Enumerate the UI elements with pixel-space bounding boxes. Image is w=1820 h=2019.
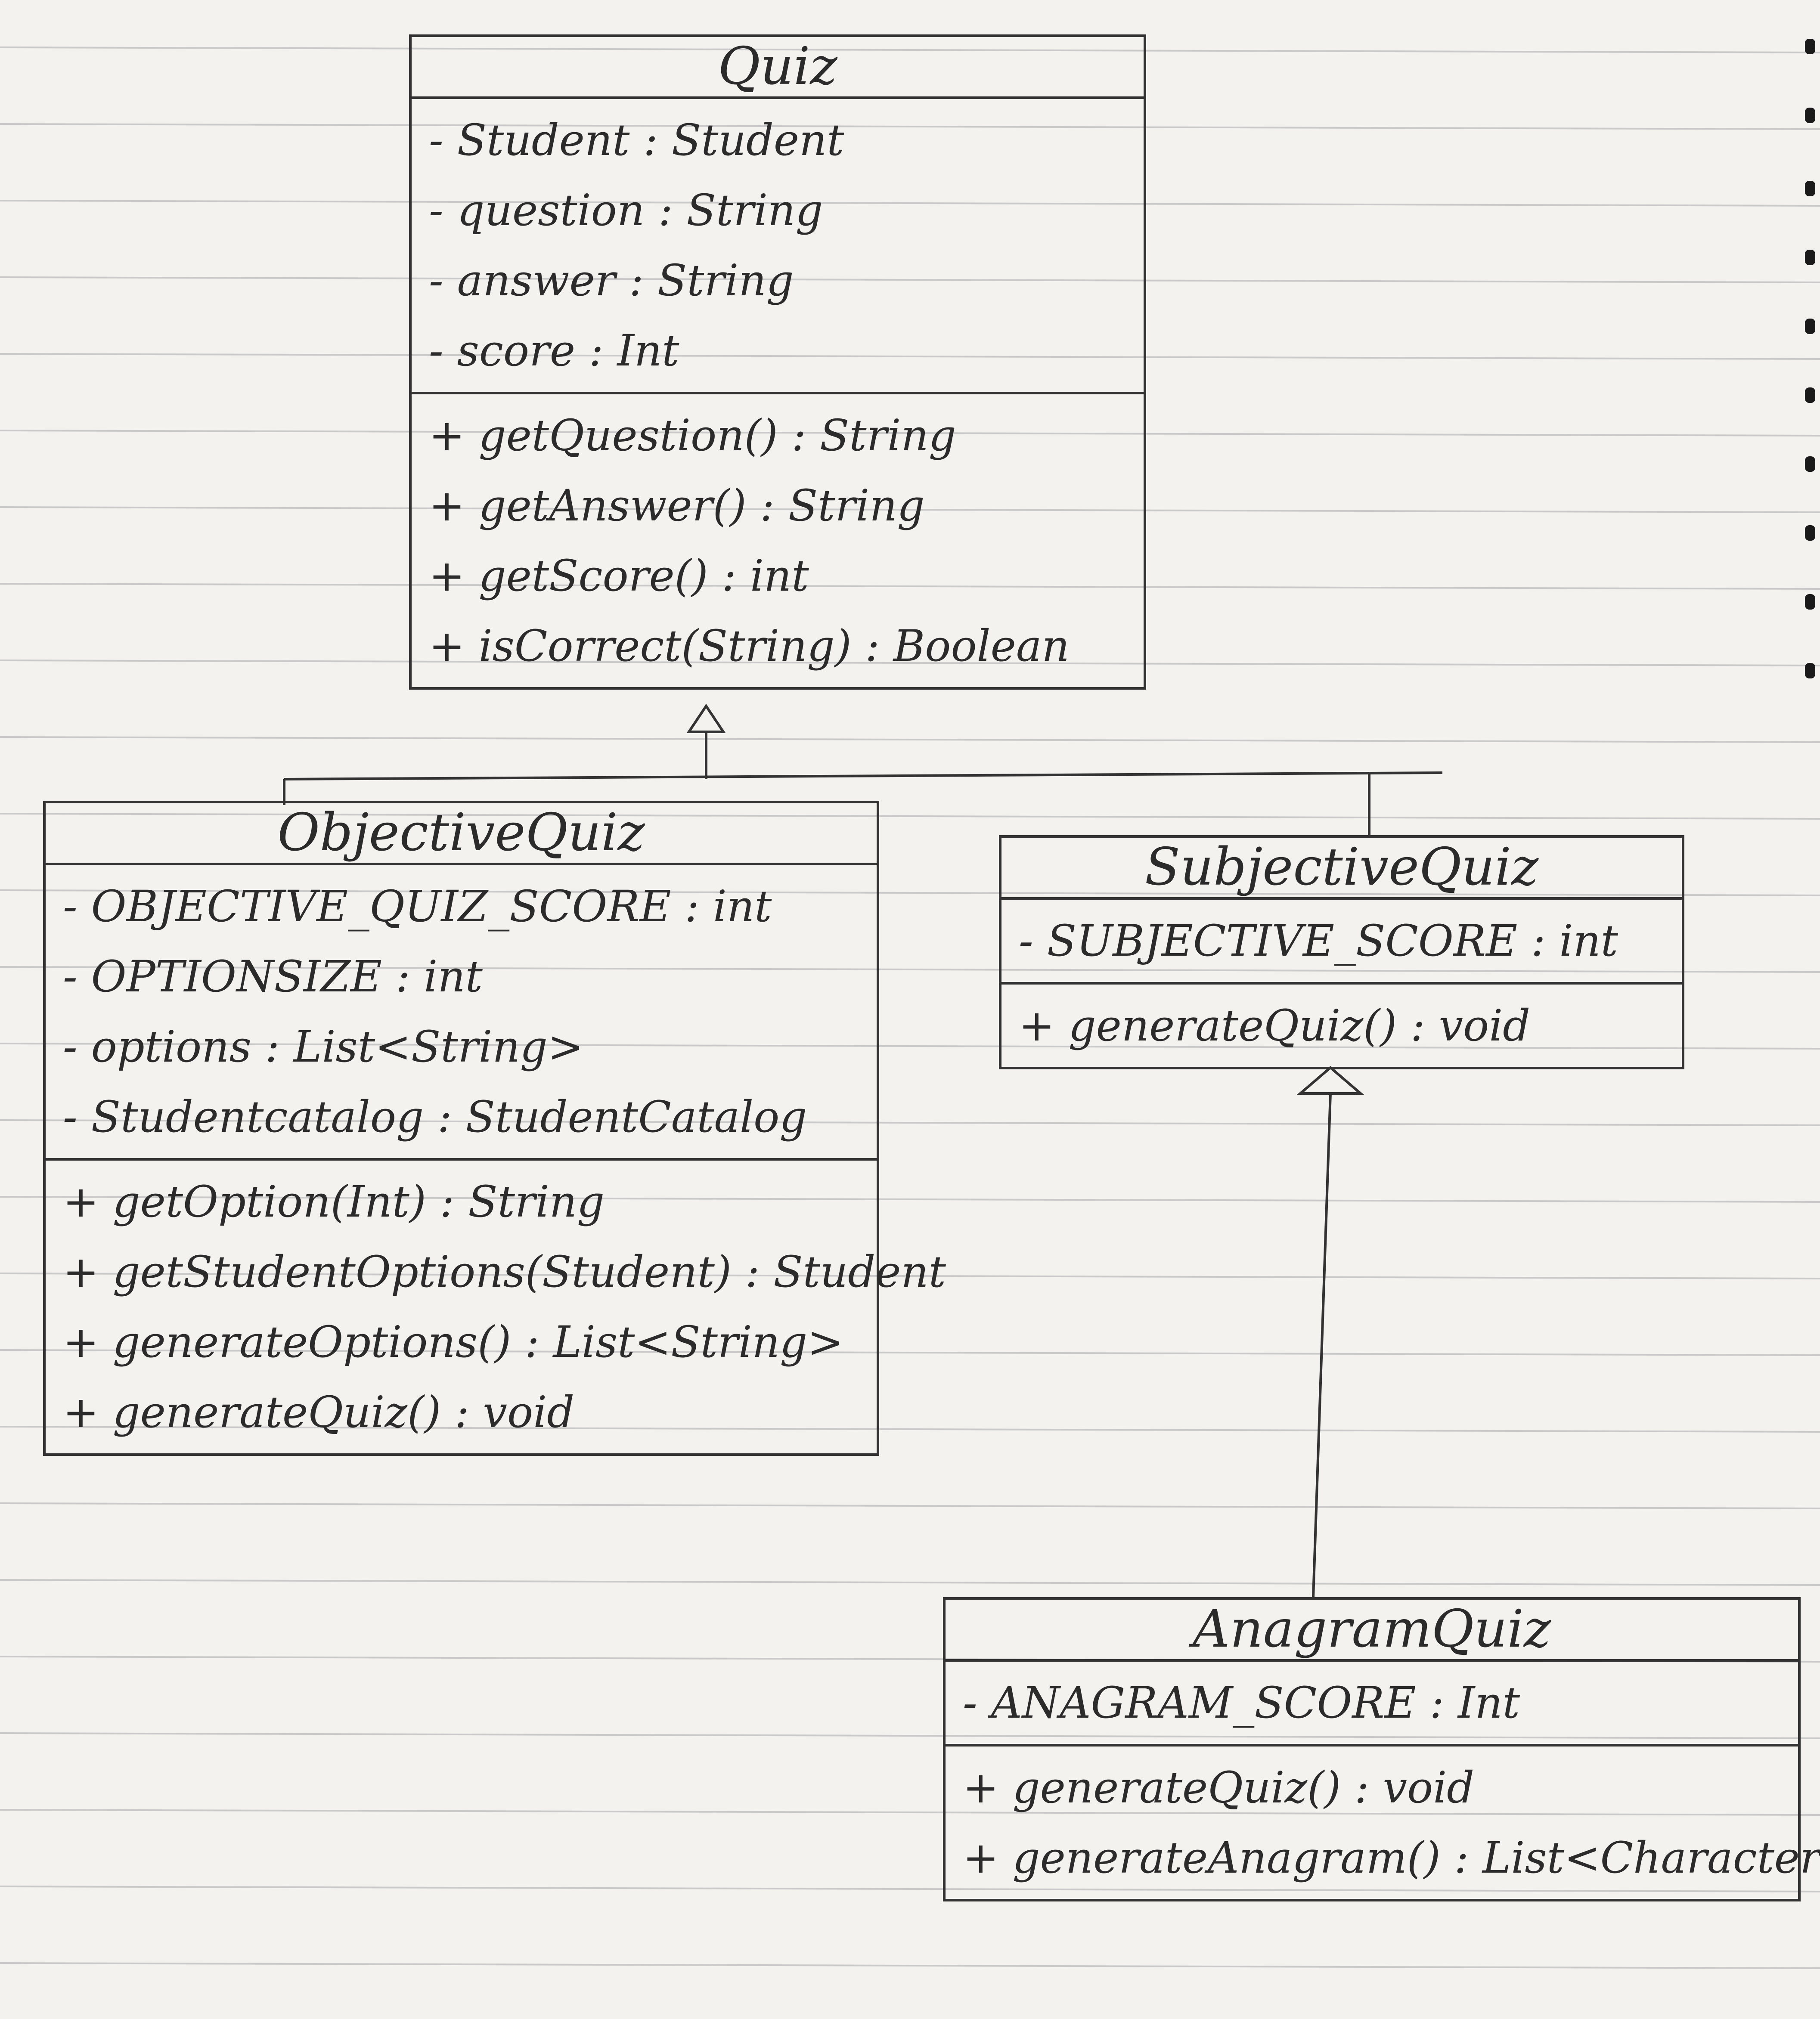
ruled-line: [0, 1502, 1820, 1509]
attribute-line: - ANAGRAM_SCORE : Int: [963, 1678, 1520, 1728]
attribute-line: - SUBJECTIVE_SCORE : int: [1019, 916, 1618, 966]
method-line: + generateQuiz() : void: [63, 1387, 575, 1437]
ruled-line: [0, 966, 1820, 973]
ruled-line: [0, 1809, 1820, 1816]
methods-section: + getQuestion() : String + getAnswer() :…: [412, 394, 1144, 687]
attribute-line: - options : List<String>: [63, 1022, 584, 1072]
methods-section: + generateQuiz() : void: [1001, 985, 1682, 1067]
ruled-line: [0, 353, 1820, 360]
method-line: + getOption(Int) : String: [63, 1177, 605, 1227]
spiral-binding-hole: [1805, 319, 1815, 334]
ruled-line: [0, 660, 1820, 666]
ruled-line: [0, 1962, 1820, 1969]
method-line: + isCorrect(String) : Boolean: [429, 621, 1070, 671]
class-box-anagram-quiz: AnagramQuiz - ANAGRAM_SCORE : Int + gene…: [943, 1597, 1820, 1901]
attribute-line: - score : Int: [429, 325, 679, 376]
attributes-section: - Student : Student - question : String …: [412, 99, 1144, 394]
attribute-line: - OBJECTIVE_QUIZ_SCORE : int: [63, 881, 772, 932]
class-box-objective-quiz: ObjectiveQuiz - OBJECTIVE_QUIZ_SCORE : i…: [43, 801, 946, 1456]
ruled-line: [0, 276, 1820, 283]
ruled-line: [0, 200, 1820, 207]
methods-section: + getOption(Int) : String + getStudentOp…: [46, 1161, 946, 1453]
class-name-subjective-quiz: SubjectiveQuiz: [1001, 838, 1682, 900]
methods-section: + generateQuiz() : void + generateAnagra…: [946, 1746, 1820, 1899]
class-name-quiz: Quiz: [412, 37, 1144, 99]
method-line: + getAnswer() : String: [429, 480, 925, 531]
ruled-line: [0, 736, 1820, 743]
spiral-binding-hole: [1805, 250, 1815, 265]
attribute-line: - answer : String: [429, 255, 794, 306]
attribute-line: - OPTIONSIZE : int: [63, 951, 483, 1002]
method-line: + generateQuiz() : void: [963, 1762, 1475, 1813]
ruled-line: [0, 1196, 1820, 1203]
ruled-line: [0, 506, 1820, 513]
class-box-subjective-quiz: SubjectiveQuiz - SUBJECTIVE_SCORE : int …: [999, 835, 1684, 1069]
spiral-binding-hole: [1805, 525, 1815, 541]
ruled-line: [0, 430, 1820, 437]
spiral-binding-hole: [1805, 181, 1815, 196]
ruled-line: [0, 46, 1820, 53]
ruled-line: [0, 813, 1820, 820]
attributes-section: - ANAGRAM_SCORE : Int: [946, 1662, 1798, 1746]
method-line: + generateAnagram() : List<Character>: [963, 1833, 1820, 1883]
ruled-line: [0, 1886, 1820, 1892]
ruled-line: [0, 1273, 1820, 1279]
spiral-binding-hole: [1805, 387, 1815, 403]
ruled-line: [0, 1043, 1820, 1050]
ruled-line: [0, 1579, 1820, 1586]
ruled-line: [0, 1732, 1820, 1739]
spiral-binding-hole: [1805, 663, 1815, 678]
ruled-line: [0, 889, 1820, 896]
ruled-line: [0, 123, 1820, 130]
class-box-quiz: Quiz - Student : Student - question : St…: [409, 34, 1146, 690]
attribute-line: - Studentcatalog : StudentCatalog: [63, 1092, 807, 1142]
attribute-line: - Student : Student: [429, 115, 844, 165]
method-line: + generateOptions() : List<String>: [63, 1317, 843, 1367]
method-line: + generateQuiz() : void: [1019, 1000, 1531, 1051]
ruled-line: [0, 583, 1820, 590]
spiral-binding-hole: [1805, 39, 1815, 54]
class-name-anagram-quiz: AnagramQuiz: [946, 1600, 1798, 1662]
ruled-line: [0, 1349, 1820, 1356]
spiral-binding-hole: [1805, 108, 1815, 123]
method-line: + getQuestion() : String: [429, 410, 956, 461]
attributes-section: - OBJECTIVE_QUIZ_SCORE : int - OPTIONSIZ…: [46, 865, 877, 1161]
method-line: + getStudentOptions(Student) : Student: [63, 1247, 946, 1297]
attributes-section: - SUBJECTIVE_SCORE : int: [1001, 900, 1682, 985]
ruled-line: [0, 1426, 1820, 1433]
method-line: + getScore() : int: [429, 551, 809, 601]
class-name-objective-quiz: ObjectiveQuiz: [46, 803, 877, 865]
spiral-binding-hole: [1805, 594, 1815, 610]
attribute-line: - question : String: [429, 185, 823, 235]
spiral-binding-hole: [1805, 456, 1815, 472]
ruled-line: [0, 1119, 1820, 1126]
